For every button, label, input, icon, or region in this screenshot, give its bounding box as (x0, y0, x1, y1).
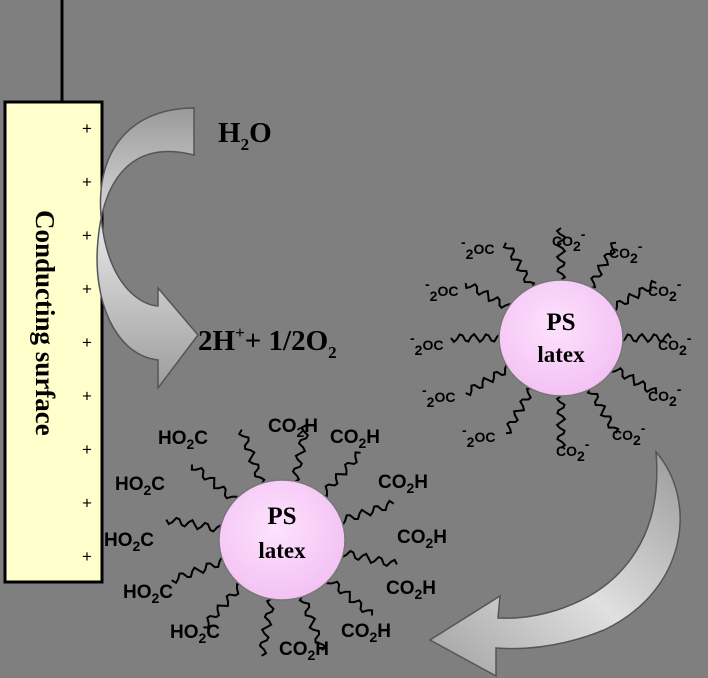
functional-group-label: -2OC (461, 234, 494, 262)
carboxylic-acid-group-labels: CO2H CO2H CO2H CO2H CO2H CO2H CO2H HO2C HO2C HO2C… (104, 416, 447, 663)
surface-charges: + + + + + + + + + (82, 119, 92, 566)
functional-group-label: -2OC (462, 422, 495, 450)
functional-group-label: HO2C (170, 622, 220, 646)
products-label: 2H++ 1/2O2 (198, 323, 337, 362)
polymer-chain (502, 242, 536, 289)
positive-charge: + (82, 333, 92, 352)
functional-group-label: CO2H (378, 472, 428, 496)
functional-group-label: CO2H (268, 416, 318, 440)
positive-charge: + (82, 173, 92, 192)
polymer-chain (589, 241, 617, 289)
polymer-chain (338, 499, 395, 526)
functional-group-label: -2OC (422, 382, 455, 410)
polymer-chain (258, 597, 275, 657)
oxidation-arrow (96, 107, 199, 391)
functional-group-label: CO2- (609, 238, 643, 266)
carboxylate-group-labels: CO2-CO2-CO2-CO2-CO2-CO2-CO2--2OC-2OC-2OC… (410, 226, 692, 464)
protonated-latex-word-label: latex (258, 538, 306, 563)
functional-group-label: CO2- (556, 436, 590, 464)
functional-group-label: HO2C (104, 530, 154, 554)
polymer-chain (586, 387, 620, 434)
polymer-chain (610, 279, 657, 313)
protonation-arrow-shape (428, 449, 681, 678)
deprotonated-latex-word-label: latex (537, 342, 585, 367)
functional-group-label: CO2H (341, 621, 391, 645)
functional-group-label: CO2H (397, 527, 447, 551)
protonation-arrow (428, 449, 681, 678)
positive-charge: + (82, 494, 92, 513)
polymer-chain (505, 387, 533, 435)
polymer-chain (450, 332, 504, 344)
polymer-chain (298, 595, 327, 651)
polymer-chain (203, 582, 243, 629)
latex-core (218, 479, 346, 601)
positive-charge: + (82, 387, 92, 406)
water-label: H2O (218, 117, 272, 154)
polymer-chain (326, 578, 374, 616)
positive-charge: + (82, 440, 92, 459)
positive-charge: + (82, 280, 92, 299)
polymer-chain (618, 332, 672, 344)
polymer-chain (465, 363, 512, 397)
electrode-body (3, 100, 104, 584)
deprotonated-latex-ps-label: PS (546, 309, 575, 336)
polymer-chain (464, 282, 512, 310)
latex-core (498, 279, 624, 397)
protonated-latex-particle (165, 424, 398, 657)
functional-group-label: CO2- (658, 330, 692, 358)
positive-charge: + (82, 547, 92, 566)
functional-group-label: CO2H (279, 639, 329, 663)
polymer-chain (610, 366, 658, 394)
functional-group-label: -2OC (410, 330, 443, 358)
polymer-chain (321, 451, 361, 498)
electrode-label: Conducting surface (30, 210, 60, 436)
functional-group-label: CO2H (330, 427, 380, 451)
functional-group-label: -2OC (425, 276, 458, 304)
oxidation-arrow-shape (96, 107, 199, 391)
functional-group-label: CO2- (612, 420, 646, 448)
functional-group-label: CO2- (552, 226, 586, 254)
polymer-chain (555, 227, 567, 281)
polymer-chain (165, 516, 225, 533)
polymer-chain (291, 424, 310, 483)
functional-group-label: HO2C (123, 582, 173, 606)
polymer-chain (190, 464, 238, 502)
polymer-chain (339, 549, 398, 568)
polymer-chain (555, 395, 567, 449)
electrode: Conducting surface + + + + + + + + + (3, 0, 104, 584)
functional-group-label: CO2- (648, 381, 682, 409)
polymer-chain (237, 429, 266, 485)
positive-charge: + (82, 226, 92, 245)
functional-group-label: CO2- (648, 276, 682, 304)
functional-group-label: HO2C (115, 474, 165, 498)
polymer-chain (171, 556, 227, 585)
positive-charge: + (82, 119, 92, 138)
deprotonated-latex-particle (450, 227, 672, 449)
functional-group-label: CO2H (386, 578, 436, 602)
protonated-latex-ps-label: PS (267, 503, 296, 530)
functional-group-label: HO2C (158, 428, 208, 452)
